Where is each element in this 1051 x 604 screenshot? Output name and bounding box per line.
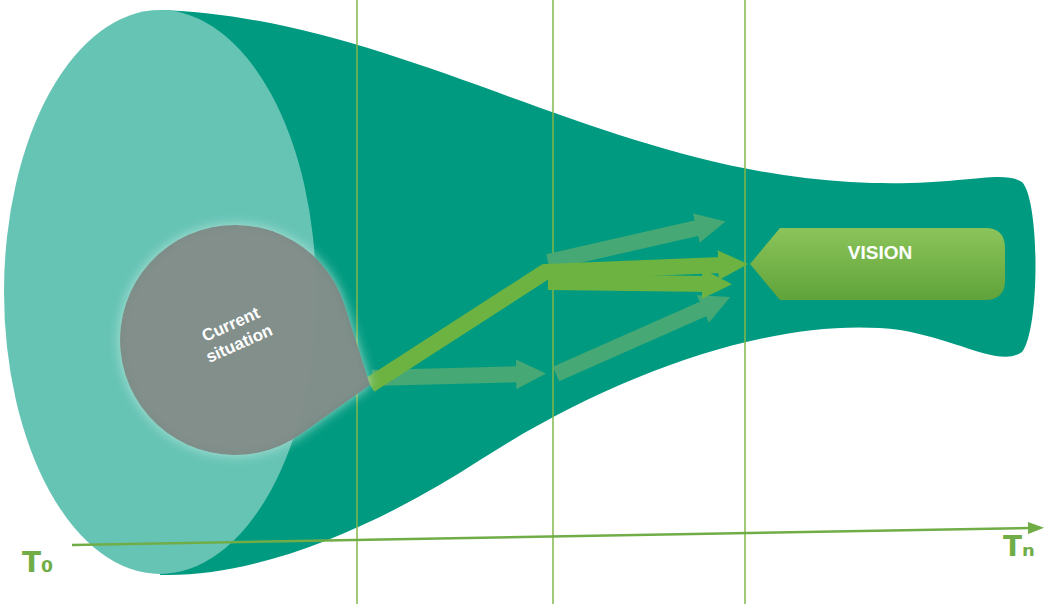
vision-shape: [750, 228, 1005, 300]
path-arrow: [370, 265, 728, 385]
path-arrow: [372, 374, 526, 378]
situation-shape: [120, 225, 370, 455]
path-arrow: [548, 282, 712, 284]
situation-circle: Current situation: [120, 225, 370, 455]
time-axis: [72, 528, 1030, 545]
node-outline: [750, 228, 1005, 300]
time-label: T₀: [22, 546, 53, 579]
path-arrow: [556, 305, 712, 374]
grid-line: [552, 0, 554, 604]
grid-line: [744, 0, 746, 604]
grid-line: [356, 0, 358, 604]
path-arrow: [548, 226, 706, 262]
time-label: Tₙ: [1003, 530, 1035, 563]
vision-label: VISION: [780, 242, 980, 264]
vision-arrow-box: VISION: [750, 228, 1005, 300]
